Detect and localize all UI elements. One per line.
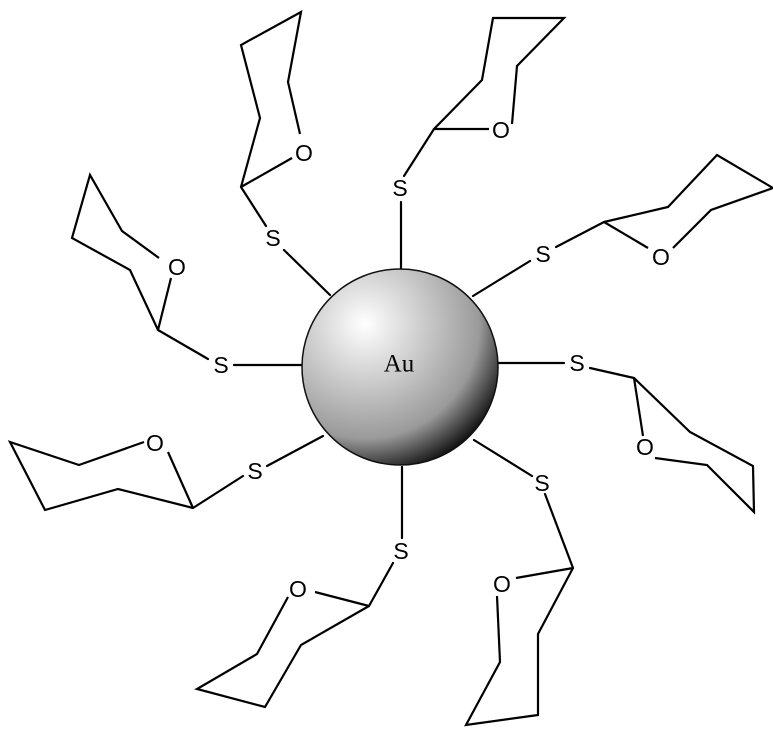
bond-s-c-bottomright [543,492,575,570]
oxygen-atom-left: O [168,254,186,280]
oxygen-atom-topleft: O [295,140,313,166]
gold-core-sphere [301,268,499,466]
oxygen-atom-top: O [492,117,510,143]
ring-topleft [239,9,303,188]
bond-s-c-right [588,366,636,380]
bond-core-s-topleft [282,248,332,297]
bond-s-c-bottom [367,561,395,608]
sulfur-atom-bottomright: S [534,470,549,496]
oxygen-atom-topright: O [652,244,670,270]
oxygen-atom-right: O [636,434,654,460]
bond-core-s-bottomleft [265,434,325,468]
bond-s-c-topright [554,220,606,249]
oxygen-atom-bottom: O [289,576,307,602]
core-sulfur-bonds [232,200,566,540]
ring-left [70,172,173,331]
ring-top [433,16,567,131]
bond-s-c-topleft [239,185,268,228]
bond-s-c-left [156,328,210,361]
sulfur-atom-topleft: S [265,225,280,251]
bond-core-s-topright [471,259,532,298]
sulfur-atom-topright: S [535,241,550,267]
sulfur-labels: S S S S S S S S [213,175,584,564]
ring-right [632,377,756,515]
ring-bottomright [464,566,574,727]
oxygen-atom-bottomright: O [493,571,511,597]
sulfur-atom-bottomleft: S [247,458,262,484]
ring-bottom [194,590,370,709]
oxygen-atom-bottomleft: O [146,430,164,456]
core-label: Au [384,351,415,378]
oxygen-labels: O O O O O O O O [146,117,670,602]
bond-core-s-bottomright [472,438,534,478]
ring-bottomleft [7,440,195,512]
sulfur-atom-left: S [213,352,228,378]
sulfur-atom-bottom: S [393,538,408,564]
sulfur-atom-right: S [569,350,584,376]
sulfur-ring-bonds [156,127,636,608]
ring-topright [603,153,773,249]
sulfur-atom-top: S [392,175,407,201]
bond-s-c-bottomleft [191,474,245,510]
bond-s-c-top [402,127,436,178]
